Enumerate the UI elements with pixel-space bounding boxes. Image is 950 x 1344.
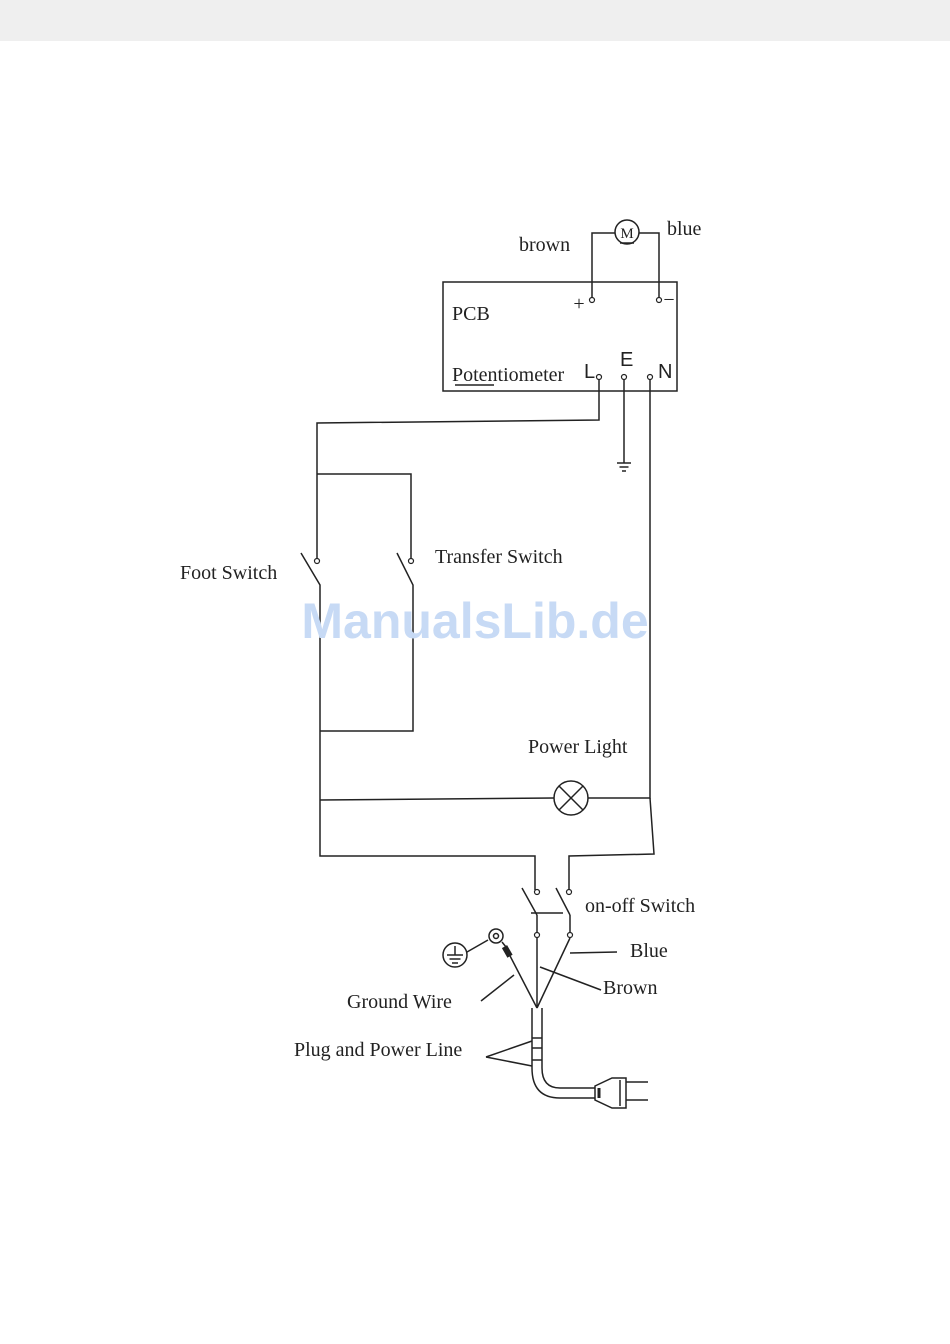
transfer-switch-label: Transfer Switch bbox=[435, 546, 563, 568]
motor-symbol-label: M bbox=[620, 226, 633, 242]
plug-power-line-label: Plug and Power Line bbox=[294, 1039, 462, 1061]
brown-wire-label: Brown bbox=[603, 977, 657, 999]
foot-switch-label: Foot Switch bbox=[180, 562, 277, 584]
watermark: ManualsLib.de bbox=[301, 593, 648, 649]
terminal-n-label: N bbox=[658, 361, 672, 383]
plug-symbol bbox=[595, 1078, 648, 1108]
pcb-label: PCB bbox=[452, 303, 490, 325]
blue-top-label: blue bbox=[667, 218, 702, 240]
earth-ground-symbol bbox=[617, 380, 631, 471]
on-off-switch-label: on-off Switch bbox=[585, 895, 695, 917]
pcb-bottom-terminals bbox=[597, 375, 653, 380]
on-off-switch-symbol bbox=[522, 888, 570, 932]
cable-wires bbox=[481, 938, 617, 1066]
terminal-l-label: L bbox=[584, 361, 595, 383]
power-light-label: Power Light bbox=[528, 736, 628, 758]
ground-crimp bbox=[502, 945, 513, 958]
power-light-lamp bbox=[554, 781, 588, 815]
switch-contacts bbox=[315, 559, 414, 564]
minus-terminal-label: − bbox=[663, 289, 674, 311]
ground-connection-icon bbox=[443, 940, 488, 967]
power-cord bbox=[532, 1008, 595, 1098]
brown-top-label: brown bbox=[519, 234, 570, 256]
potentiometer-label: Potentiometer bbox=[452, 364, 565, 386]
plus-terminal-label: + bbox=[573, 293, 584, 315]
pcb-top-terminals bbox=[590, 298, 662, 303]
ground-wire-label: Ground Wire bbox=[347, 991, 452, 1013]
blue-wire-label: Blue bbox=[630, 940, 668, 962]
terminal-e-label: E bbox=[620, 349, 633, 371]
